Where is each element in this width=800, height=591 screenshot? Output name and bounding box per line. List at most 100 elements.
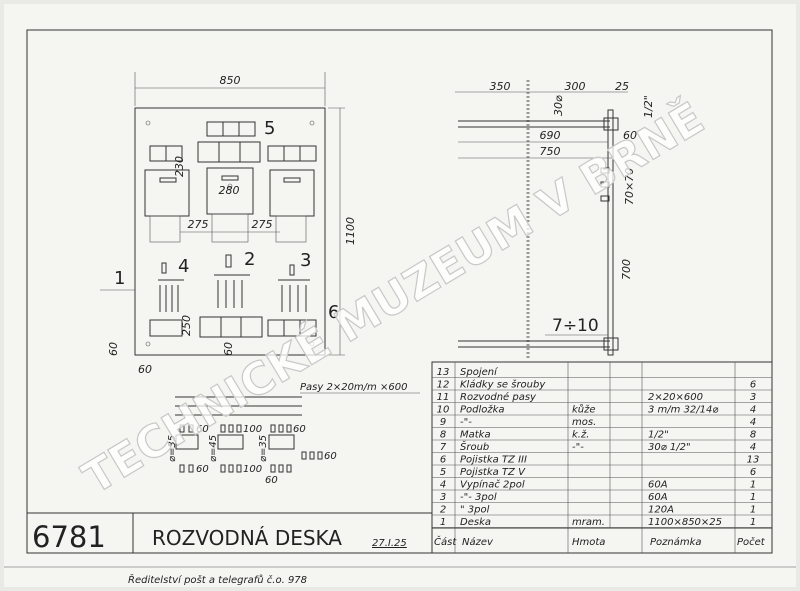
table-cell-material: mram. <box>572 517 605 528</box>
table-cell-no: 6 <box>440 455 446 466</box>
dim-center: 280 <box>219 184 240 197</box>
dim-bottom-margin: 60 <box>107 342 120 356</box>
table-cell-no: 3 <box>440 492 446 503</box>
table-cell-name: Vypínač 2pol <box>460 479 525 491</box>
dim-rod-diam: 30⌀ <box>552 95 565 116</box>
table-cell-note: 60A <box>648 480 668 491</box>
switches <box>158 254 310 312</box>
dim-height: 1100 <box>344 217 357 245</box>
table-cell-no: 13 <box>437 367 450 378</box>
table-cell-no: 11 <box>437 392 450 403</box>
busbar-label: Pasy 2×20m/m ×600 <box>300 382 407 393</box>
table-cell-note: 30⌀ 1/2" <box>648 442 691 453</box>
side-view: 350 300 25 30⌀ 1/2" 690 60 750 70×70 700… <box>455 80 655 360</box>
table-header: Název <box>462 536 494 548</box>
dim-inner-bottom: 60 <box>222 342 235 356</box>
meters <box>144 167 315 243</box>
fuse-label: 100 <box>243 424 262 435</box>
table-cell-material: -"- <box>572 442 584 453</box>
dim-left-margin: 60 <box>138 363 152 376</box>
table-cell-qty: 6 <box>750 380 756 391</box>
dim-thread: 1/2" <box>642 95 655 118</box>
callout-5: 5 <box>264 118 275 139</box>
table-cell-note: 60A <box>648 492 668 503</box>
table-cell-name: Šroub <box>460 440 489 453</box>
table-header: Část <box>434 535 457 548</box>
drawing-number: 6781 <box>32 520 106 554</box>
callout-3: 3 <box>300 250 311 271</box>
table-cell-name: Deska <box>460 517 491 528</box>
table-cell-name: Matka <box>460 430 491 441</box>
fuse-label: 60 <box>293 424 306 435</box>
table-cell-qty: 13 <box>747 455 760 466</box>
table-header: Poznámka <box>650 536 702 548</box>
table-cell-name: Rozvodné pasy <box>460 391 537 403</box>
fuse-label: 60 <box>265 475 278 486</box>
table-cell-name: -"- <box>460 417 472 428</box>
table-cell-no: 12 <box>437 380 450 391</box>
table-cell-no: 9 <box>440 417 446 428</box>
front-view: 850 1100 230 280 275 275 <box>100 72 357 376</box>
table-header: Hmota <box>572 537 605 548</box>
table-cell-no: 5 <box>440 467 446 478</box>
callout-6: 6 <box>328 302 339 323</box>
table-cell-note: 120A <box>648 505 674 516</box>
table-cell-qty: 4 <box>750 405 756 416</box>
table-cell-qty: 1 <box>750 492 756 503</box>
table-cell-no: 10 <box>437 405 450 416</box>
table-cell-material: k.ž. <box>572 429 589 441</box>
table-cell-no: 7 <box>440 442 447 453</box>
table-cell-name: -"- 3pol <box>460 492 497 503</box>
table-cell-name: Pojistka TZ V <box>460 467 526 478</box>
table-cell-name: " 3pol <box>460 505 490 516</box>
dim-wall: 350 <box>490 80 511 93</box>
table-cell-material: kůže <box>572 404 596 416</box>
drawing-border <box>4 29 796 568</box>
dim-span: 300 <box>565 80 586 93</box>
drawing-title: ROZVODNÁ DESKA <box>152 526 342 550</box>
table-cell-qty: 8 <box>750 430 756 441</box>
table-cell-qty: 1 <box>750 517 756 528</box>
switch-label: ⌀=45 <box>208 435 219 462</box>
footer-text: Ředitelství pošt a telegrafů č.o. 978 <box>128 573 307 586</box>
table-cell-no: 1 <box>440 517 446 528</box>
dim-board: 25 <box>615 80 629 93</box>
switch-label: ⌀=35 <box>167 435 178 462</box>
callout-2: 2 <box>244 249 255 270</box>
top-fuse-row <box>149 121 317 163</box>
table-cell-name: Spojení <box>460 366 498 378</box>
dim-total: 750 <box>540 145 561 158</box>
wiring-schematic: Pasy 2×20m/m ×600 60 100 60 60 100 60 60… <box>167 382 420 486</box>
fuse-label: 60 <box>196 424 209 435</box>
table-cell-no: 2 <box>440 505 446 516</box>
callout-7-10: 7÷10 <box>552 316 599 336</box>
fuse-label: 60 <box>324 451 337 462</box>
table-cell-material: mos. <box>572 417 596 428</box>
table-cell-qty: 4 <box>750 442 756 453</box>
table-cell-qty: 6 <box>750 467 756 478</box>
table-cell-name: Pojistka TZ III <box>460 455 527 466</box>
date-signature: 27.I.25 <box>372 538 407 549</box>
fuse-label: 60 <box>196 464 209 475</box>
dim-left-spacing: 275 <box>188 218 209 231</box>
table-cell-note: 3 m/m 32/14⌀ <box>648 405 719 416</box>
fuse-label: 100 <box>243 464 262 475</box>
dim-right-spacing: 275 <box>252 218 273 231</box>
table-cell-qty: 1 <box>750 480 756 491</box>
board-outline <box>134 107 326 356</box>
callout-1: 1 <box>114 268 125 289</box>
table-cell-qty: 3 <box>750 392 756 403</box>
dim-width: 850 <box>220 74 241 87</box>
table-cell-qty: 4 <box>750 417 756 428</box>
table-cell-name: Podložka <box>460 404 505 416</box>
dim-height-side: 700 <box>620 259 633 280</box>
callout-4: 4 <box>178 256 189 277</box>
table-cell-note: 1/2" <box>648 430 669 441</box>
dim-top: 230 <box>173 156 186 177</box>
table-cell-note: 1100×850×25 <box>648 517 722 528</box>
table-cell-qty: 1 <box>750 505 756 516</box>
bottom-fuse-row <box>149 316 317 338</box>
table-cell-note: 2×20×600 <box>648 392 703 403</box>
